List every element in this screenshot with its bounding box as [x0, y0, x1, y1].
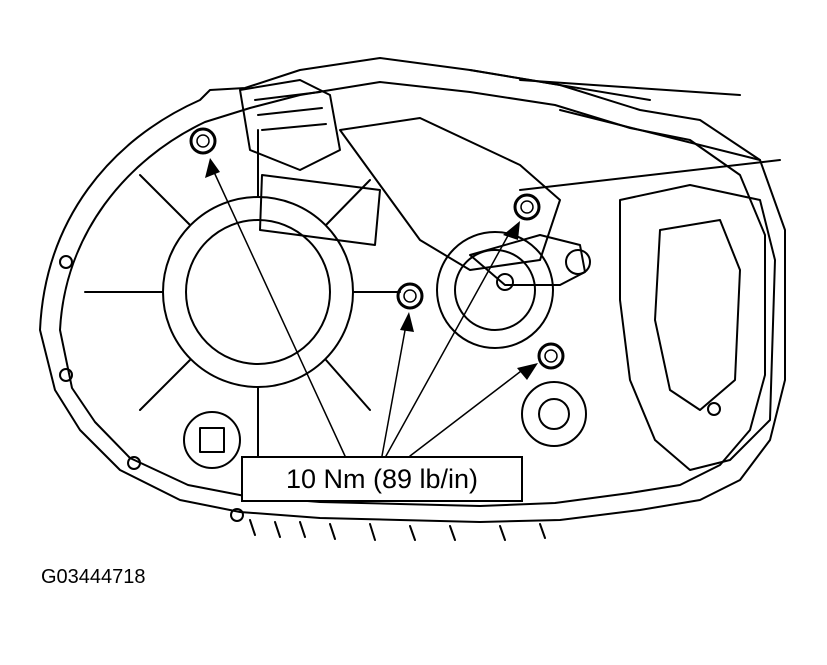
transaxle-housing-illustration — [39, 57, 786, 541]
guide-lines — [469, 69, 781, 191]
radial-ribs — [84, 129, 401, 471]
large-bore-outer — [162, 196, 354, 388]
small-bore-outer — [436, 231, 554, 349]
motor-housing — [259, 174, 381, 246]
right-plug-outer — [521, 381, 587, 447]
torque-bolts-inner — [196, 134, 558, 363]
fastener-3 — [127, 456, 141, 470]
arrowhead-upper-right — [503, 221, 520, 240]
leader-arrowheads — [205, 158, 538, 380]
right-cover-detail — [654, 219, 741, 411]
arrowhead-right — [517, 363, 538, 380]
bolt-right — [537, 342, 565, 370]
linkage-plate — [339, 117, 561, 271]
left-plug-outer — [183, 411, 241, 469]
bolt-upper-right — [513, 193, 541, 221]
bolt-center — [396, 282, 424, 310]
actuator-detail — [254, 91, 327, 131]
arrowhead-upper-left — [205, 158, 220, 178]
bottom-ribs — [249, 519, 546, 541]
actuator-body — [239, 79, 341, 171]
selector-pin — [496, 273, 514, 291]
small-bore-inner — [454, 249, 536, 331]
torque-callout: 10 Nm (89 lb/in) — [241, 456, 523, 502]
torque-bolts — [189, 127, 565, 370]
selector-pivot — [565, 249, 591, 275]
housing-inner-rim — [59, 81, 766, 507]
fastener-2 — [59, 368, 73, 382]
fastener-1 — [59, 255, 73, 269]
bolt-upper-left — [189, 127, 217, 155]
fastener-4 — [230, 508, 244, 522]
left-plug-square — [199, 427, 225, 453]
fastener-5 — [707, 402, 721, 416]
arrowhead-center — [400, 312, 414, 332]
right-cover — [619, 184, 776, 471]
figure-id: G03444718 — [41, 566, 146, 588]
right-plug-inner — [538, 398, 570, 430]
housing-outline — [39, 57, 786, 523]
leader-lines — [213, 171, 526, 457]
large-bore-inner — [185, 219, 331, 365]
